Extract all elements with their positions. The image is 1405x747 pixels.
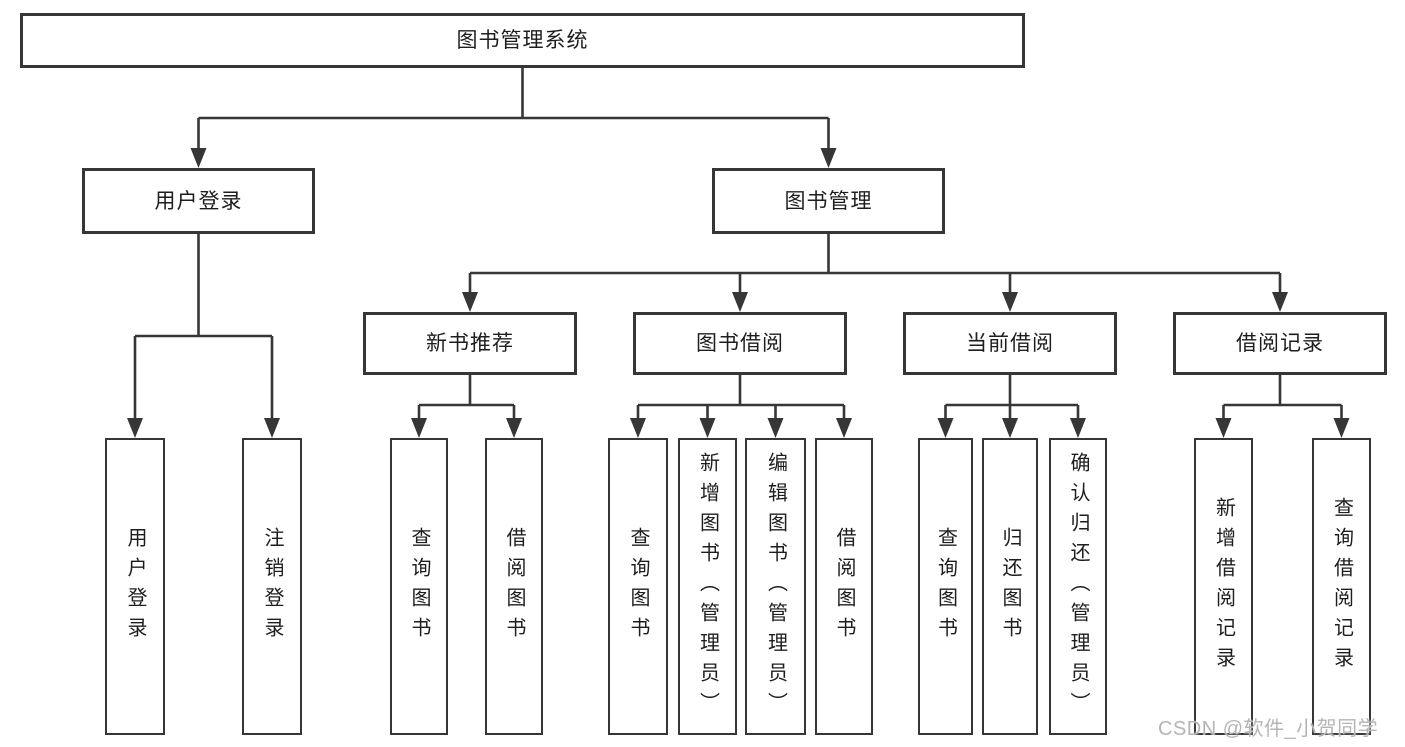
node-leaf-return-book: 归还图书 [982,438,1038,735]
node-label: 编辑图书（管理员） [764,451,787,722]
node-label: 新书推荐 [426,332,514,355]
node-label: 查询图书 [934,526,957,647]
node-book-mgmt: 图书管理 [712,168,945,234]
node-new-book-rec: 新书推荐 [363,312,577,375]
node-label: 查询图书 [408,526,430,647]
node-label: 新增图书（管理员） [696,451,719,722]
node-label: 确认归还（管理员） [1067,451,1089,722]
node-label: 图书借阅 [696,332,784,355]
node-book-borrow: 图书借阅 [633,312,847,375]
node-leaf-query-book-1: 查询图书 [390,438,448,735]
node-label: 归还图书 [999,526,1021,647]
node-label: 图书管理系统 [456,29,589,52]
node-label: 查询图书 [627,526,649,647]
node-label: 注销登录 [261,526,283,647]
node-label: 用户登录 [124,526,146,647]
node-leaf-query-borrow-record: 查询借阅记录 [1312,438,1371,735]
node-current-borrow: 当前借阅 [903,312,1117,375]
node-leaf-user-login: 用户登录 [105,438,165,735]
node-leaf-borrow-book-1: 借阅图书 [485,438,543,735]
node-leaf-add-borrow-record: 新增借阅记录 [1194,438,1253,735]
node-leaf-edit-book: 编辑图书（管理员） [745,438,806,735]
node-user-login: 用户登录 [82,168,315,234]
node-leaf-confirm-return: 确认归还（管理员） [1049,438,1107,735]
node-leaf-borrow-book-2: 借阅图书 [815,438,873,735]
node-leaf-add-book: 新增图书（管理员） [678,438,737,735]
node-leaf-logout: 注销登录 [242,438,302,735]
node-label: 借阅图书 [503,526,525,647]
node-leaf-query-book-3: 查询图书 [918,438,973,735]
node-label: 新增借阅记录 [1212,496,1235,677]
node-borrow-record: 借阅记录 [1173,312,1387,375]
node-label: 用户登录 [154,189,243,213]
node-label: 借阅图书 [833,526,855,647]
node-label: 借阅记录 [1236,332,1324,355]
node-leaf-query-book-2: 查询图书 [608,438,668,735]
node-label: 查询借阅记录 [1330,496,1353,677]
node-label: 图书管理 [784,189,873,213]
node-label: 当前借阅 [966,332,1054,355]
watermark: CSDN @软件_小贺同学 [1158,718,1379,740]
node-root: 图书管理系统 [20,13,1025,68]
